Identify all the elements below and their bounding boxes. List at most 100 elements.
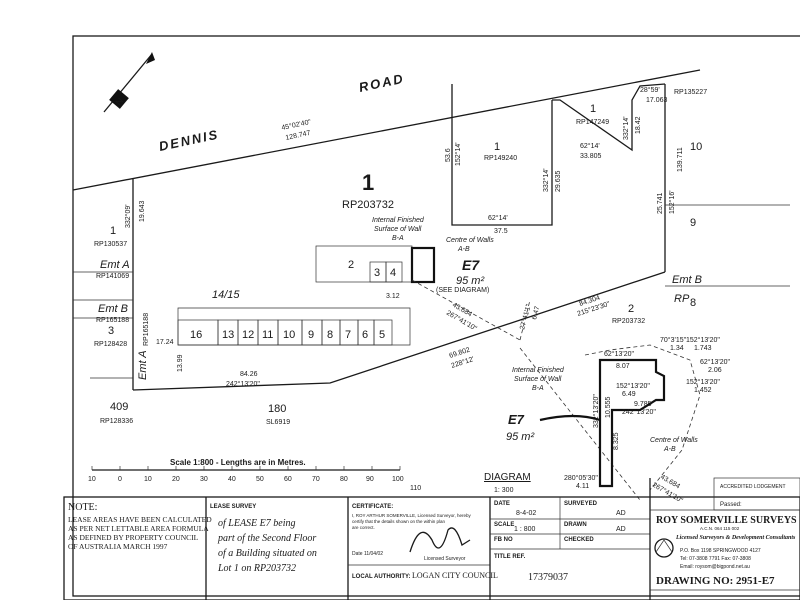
dim-d17: 25.741: [657, 192, 664, 214]
diag-a10: 1.452: [694, 387, 712, 394]
date-value: 8-4-02: [516, 510, 536, 517]
lease-ab-label: A-B: [457, 246, 470, 253]
scale-tick-8: 70: [312, 476, 320, 483]
scale-tick-0: 10: [88, 476, 96, 483]
signature: [409, 527, 471, 553]
accredited-label: ACCREDITED LODGEMENT: [720, 484, 786, 490]
dim-d12: 33.805: [580, 153, 602, 160]
checked-label: CHECKED: [564, 537, 594, 543]
north-label: N: [113, 96, 125, 107]
cert-date: Date 11/04/02: [352, 551, 383, 557]
company-acn: A.C.N. 064 115 002: [700, 526, 740, 531]
diag-a19: 4.11: [576, 483, 589, 490]
diag-a5: 152°13'20": [686, 336, 720, 344]
cert-line-1: I, ROY ARTHUR SOMERVILLE, Licensed Surve…: [352, 513, 472, 518]
lot-180-plan: SL6919: [266, 419, 290, 426]
diagram-internal: Internal Finished: [512, 367, 565, 374]
emt-a-vertical-plan: RP165188: [143, 313, 150, 346]
title-ref-label: TITLE REF.: [494, 554, 526, 560]
diagram-centre: Centre of Walls: [650, 437, 698, 444]
company-email: Email: roysom@bigpond.net.au: [680, 564, 750, 570]
diagram-ba: B-A: [532, 385, 544, 392]
diag-a8: 2.06: [708, 367, 722, 374]
lot-409-plan: RP128336: [100, 418, 133, 425]
note-line-1: LEASE AREAS HAVE BEEN CALCULATED: [68, 515, 212, 524]
scale-tick-3: 20: [172, 476, 180, 483]
unit-row-bottom: [177, 319, 393, 346]
lease-surface-label: Surface of Wall: [374, 226, 422, 233]
lot-rp149240-boundary: [451, 84, 553, 226]
dim-d13: 332°14': [622, 116, 630, 140]
diagram-curves: [584, 344, 701, 491]
lot-180-number: 180: [268, 403, 286, 415]
diagram-arrow-e7: [539, 414, 601, 422]
note-line-3: AS DEFINED BY PROPERTY COUNCIL: [68, 533, 199, 542]
note-line-2: AS PER NET LETTABLE AREA FORMULA: [68, 524, 209, 533]
lot-boundary-south: [132, 271, 666, 391]
scale-tick-7: 60: [284, 476, 292, 483]
building-upper: [315, 245, 413, 283]
unit-9: 9: [308, 329, 314, 341]
diag-a17: 8.325: [613, 432, 620, 450]
dim-d7: 62°14': [488, 214, 508, 222]
date-label: DATE: [494, 501, 510, 507]
diagram-lease-outline: [598, 358, 666, 488]
scale-tick-2: 10: [144, 476, 152, 483]
company-logo-mark: [655, 539, 673, 553]
diag-a1: 62°13'20": [604, 350, 634, 358]
lot-rp130537-plan: RP130537: [94, 241, 127, 248]
unit-12: 12: [242, 329, 254, 341]
diagram-scale: 1: 300: [494, 487, 514, 494]
dim-d10: 29.635: [555, 170, 562, 192]
dim-d15: 28°59': [640, 86, 660, 94]
dim-d16: 17.063: [646, 97, 668, 104]
lease-ba-label: B-A: [392, 235, 404, 242]
dim-d28: 3.12: [386, 293, 400, 300]
lot-main-plan: RP203732: [342, 199, 394, 211]
lot-2-plan: RP203732: [612, 318, 645, 325]
scale-tick-12: 110: [410, 485, 421, 492]
drawn-label: DRAWN: [564, 522, 587, 528]
lease-line-4: Lot 1 on RP203732: [217, 563, 296, 574]
diag-a2: 8.07: [616, 363, 630, 370]
company-sub: Licensed Surveyors & Development Consult…: [675, 535, 796, 541]
dim-d26: 17.24: [156, 339, 174, 346]
lot-rp130537-number: 1: [110, 225, 116, 237]
scale-tick-9: 80: [340, 476, 348, 483]
licensed-surveyor: Licensed Surveyor: [424, 556, 466, 562]
dim-d11: 62°14': [580, 142, 600, 150]
scale-tick-5: 40: [228, 476, 236, 483]
diag-a3: 70°3'15": [660, 336, 687, 344]
emt-b-plan: RP165188: [96, 317, 129, 324]
lease-internal-label: Internal Finished: [372, 217, 425, 224]
lot-3-plan: RP128428: [94, 341, 127, 348]
lease-area: 95 m²: [456, 275, 484, 287]
lease-e7-outline: [410, 246, 436, 284]
unit-8: 8: [327, 329, 333, 341]
diag-a14: 6.49: [622, 391, 636, 398]
lot-rp147249-plan: RP147249: [576, 119, 609, 126]
dim-d19: 139.711: [677, 147, 684, 172]
lease-name: E7: [462, 257, 480, 273]
lot-409-number: 409: [110, 401, 128, 413]
emt-b-label: Emt B: [98, 303, 128, 315]
diag-a6: 1.743: [694, 345, 712, 352]
scale-text: Scale 1:800 - Lengths are in Metres.: [170, 458, 306, 467]
lease-line-1: of LEASE E7 being: [218, 518, 296, 529]
lot-9-number: 9: [690, 217, 696, 229]
diagram-lease-area: 95 m²: [506, 431, 534, 443]
company-name: ROY SOMERVILLE SURVEYS: [656, 515, 797, 526]
dim-d8: 37.5: [494, 228, 508, 235]
drawn-value: AD: [616, 526, 626, 533]
diagram-surface: Surface of Wall: [514, 376, 562, 383]
unit-14-15: 14/15: [212, 289, 240, 301]
dim-d5: 53.6: [445, 148, 452, 162]
lot-8-number: 8: [690, 297, 696, 309]
dim-d9: 332°14': [542, 168, 550, 192]
lot-rp147249-boundary: [552, 83, 666, 152]
dim-d18: 152°16': [668, 190, 676, 214]
diag-a9: 152°13'20": [686, 378, 720, 386]
scale-value: 1 : 800: [514, 526, 536, 533]
unit-11: 11: [262, 329, 273, 341]
